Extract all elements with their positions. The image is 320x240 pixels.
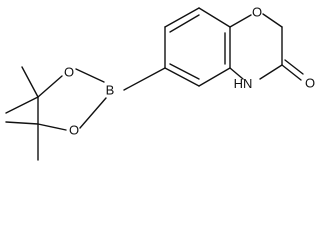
bond: [79, 97, 107, 129]
pinacol-oxygen-upper-label: O: [64, 65, 74, 80]
amide-n-letter: N: [243, 76, 252, 91]
bond: [229, 14, 252, 28]
bond: [164, 67, 200, 87]
pinacol-boronate: [5, 66, 166, 161]
carbonyl-oxygen-label: O: [305, 76, 315, 91]
bond: [259, 64, 283, 80]
carbonyl-bond: [281, 64, 302, 81]
chemical-structure-diagram: O HN O B O O: [5, 5, 315, 161]
bond: [229, 67, 244, 80]
double-bond-inner: [169, 14, 200, 33]
bond: [164, 7, 200, 28]
ring-oxygen-label: O: [252, 5, 262, 20]
methyl-bond: [5, 96, 39, 114]
amide-nh-label: HN: [234, 76, 253, 91]
pinacol-oxygen-lower-label: O: [69, 123, 79, 138]
bond: [198, 67, 231, 87]
carbonyl-bond: [284, 59, 304, 75]
double-bond-inner: [169, 63, 200, 80]
bond: [37, 75, 63, 98]
methyl-bond: [5, 121, 39, 125]
bond: [37, 123, 67, 131]
bond: [75, 68, 105, 83]
bond: [123, 67, 166, 91]
boron-label: B: [106, 83, 115, 98]
methyl-bond: [21, 66, 39, 98]
benzene-ring: [164, 7, 231, 87]
amide-h-letter: H: [234, 76, 243, 91]
bond: [262, 13, 283, 28]
bond: [198, 7, 231, 28]
oxazinone-ring: [229, 13, 304, 81]
